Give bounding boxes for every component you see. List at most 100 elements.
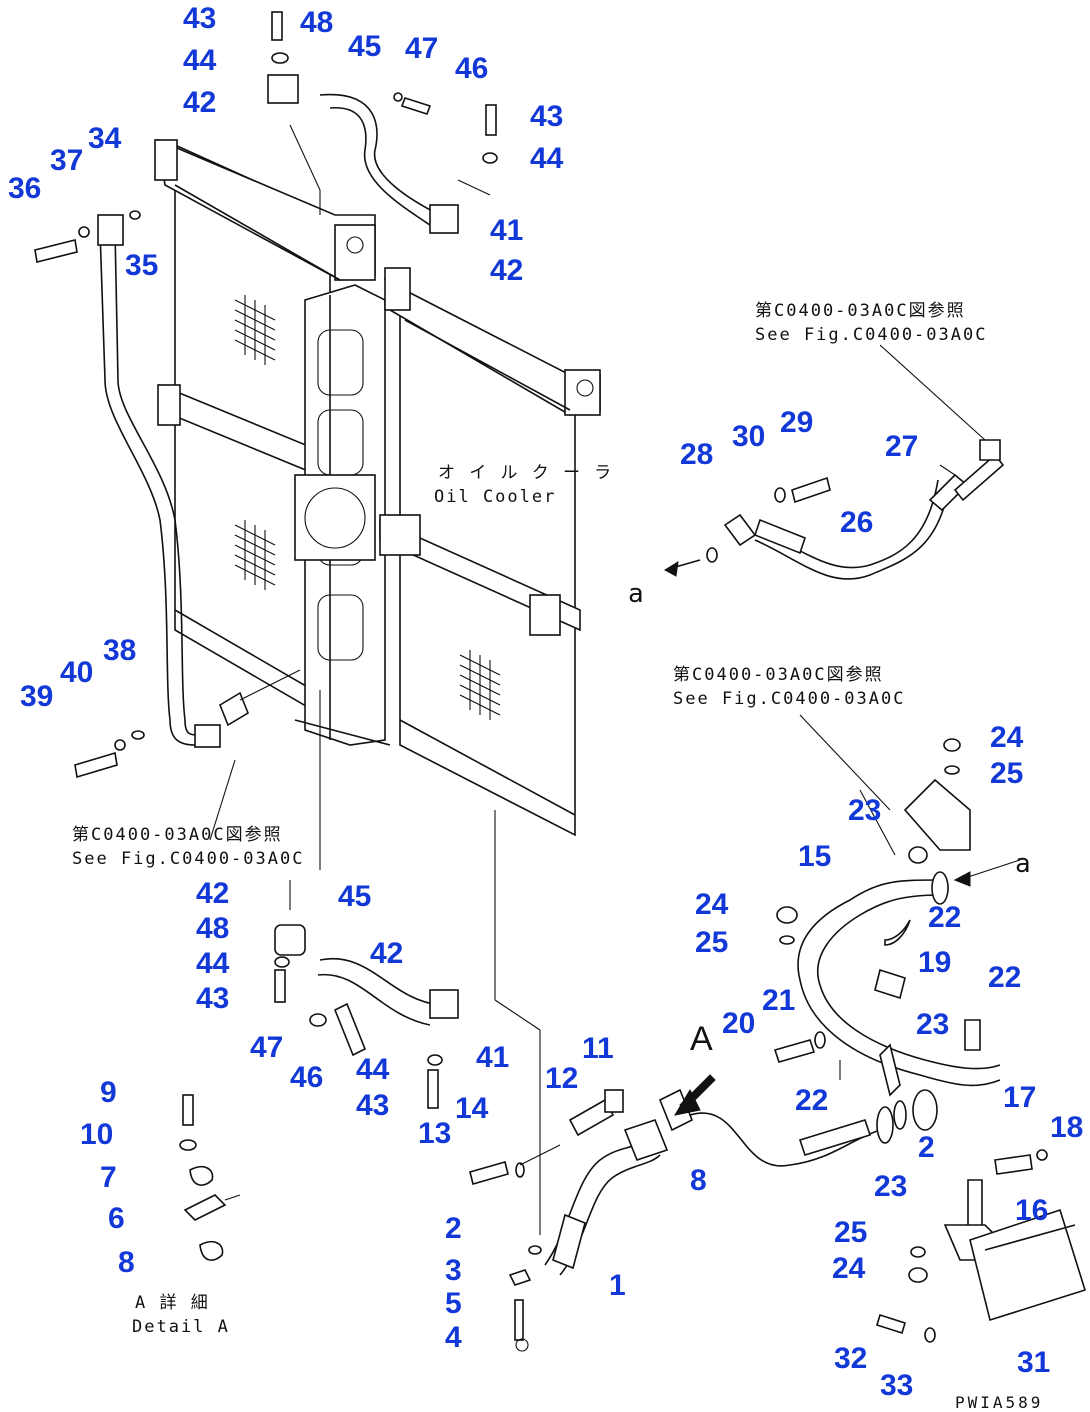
callout-8: 8	[690, 1164, 707, 1197]
callout-12: 12	[545, 1062, 578, 1095]
oil-cooler-label-jp: オ イ ル ク ー ラ	[438, 463, 613, 483]
callout-36: 36	[8, 172, 41, 205]
callout-48: 48	[196, 912, 229, 945]
callout-44: 44	[356, 1053, 390, 1086]
callout-45: 45	[338, 880, 371, 913]
callout-38: 38	[103, 634, 136, 667]
callout-47: 47	[405, 32, 438, 65]
callout-26: 26	[840, 506, 873, 539]
callout-46: 46	[455, 52, 488, 85]
detail-a: A 詳 細 Detail A	[132, 1094, 241, 1337]
right-lower-pipe-assembly	[773, 738, 1087, 1343]
callout-25: 25	[990, 757, 1023, 790]
callout-43: 43	[183, 2, 216, 35]
callout-45: 45	[348, 30, 381, 63]
callout-43: 43	[196, 982, 229, 1015]
callout-24: 24	[990, 721, 1024, 754]
callout-31: 31	[1017, 1346, 1050, 1379]
callout-42: 42	[490, 254, 523, 287]
callout-42: 42	[196, 877, 229, 910]
callout-43: 43	[530, 100, 563, 133]
callout-42: 42	[183, 86, 216, 119]
callout-21: 21	[762, 984, 795, 1017]
callout-11: 11	[582, 1032, 614, 1065]
callout-4: 4	[445, 1321, 462, 1354]
fig-ref-1-en: See Fig.C0400-03A0C	[755, 325, 987, 345]
callout-40: 40	[60, 656, 93, 689]
callout-2: 2	[445, 1212, 462, 1245]
callout-27: 27	[885, 430, 918, 463]
callout-47: 47	[250, 1031, 283, 1064]
callout-2: 2	[918, 1131, 935, 1164]
callout-19: 19	[918, 946, 951, 979]
callout-15: 15	[798, 840, 831, 873]
callout-10: 10	[80, 1118, 113, 1151]
callout-23: 23	[848, 794, 881, 827]
center-frame	[294, 284, 391, 746]
left-core-mesh-upper	[234, 295, 276, 365]
fig-ref-3-jp: 第C0400-03A0C図参照	[72, 825, 283, 845]
mid-hose-assembly	[274, 690, 541, 1235]
callout-16: 16	[1015, 1194, 1048, 1227]
callout-17: 17	[1003, 1081, 1036, 1114]
callout-34: 34	[88, 122, 122, 155]
callout-43: 43	[356, 1089, 389, 1122]
oil-cooler-label-en: Oil Cooler	[434, 487, 556, 507]
callout-8: 8	[118, 1246, 135, 1279]
callout-44: 44	[530, 142, 564, 175]
callout-1: 1	[609, 1269, 626, 1302]
callout-5: 5	[445, 1287, 462, 1320]
callout-7: 7	[100, 1161, 117, 1194]
callout-39: 39	[20, 680, 53, 713]
view-arrow-a: A	[673, 1020, 716, 1116]
fig-ref-2-jp: 第C0400-03A0C図参照	[673, 665, 884, 685]
callout-28: 28	[680, 438, 713, 471]
callout-44: 44	[196, 947, 230, 980]
flow-marker-a-upper: a	[628, 579, 646, 609]
callout-9: 9	[100, 1076, 117, 1109]
callout-35: 35	[125, 249, 158, 282]
callout-23: 23	[916, 1008, 949, 1041]
lower-tube-assembly	[469, 1088, 894, 1352]
callout-41: 41	[490, 214, 523, 247]
callout-13: 13	[418, 1117, 451, 1150]
callout-25: 25	[834, 1216, 867, 1249]
callout-48: 48	[300, 6, 333, 39]
detail-label-jp: A 詳 細	[135, 1293, 210, 1313]
callout-18: 18	[1050, 1111, 1083, 1144]
callout-41: 41	[476, 1041, 509, 1074]
callout-30: 30	[732, 420, 765, 453]
left-cooler-core	[154, 138, 376, 722]
callout-3: 3	[445, 1254, 462, 1287]
figure-code: PWIA589	[955, 1393, 1043, 1412]
flow-marker-a-lower: a	[1015, 849, 1033, 879]
callout-25: 25	[695, 926, 728, 959]
left-vertical-pipe	[34, 210, 301, 841]
callout-22: 22	[795, 1084, 828, 1117]
callout-23: 23	[874, 1170, 907, 1203]
callout-14: 14	[455, 1092, 489, 1125]
callout-32: 32	[834, 1342, 867, 1375]
callout-24: 24	[832, 1252, 866, 1285]
detail-label-en: Detail A	[132, 1317, 230, 1337]
callout-24: 24	[695, 888, 729, 921]
callout-42: 42	[370, 937, 403, 970]
callout-33: 33	[880, 1369, 913, 1402]
callout-29: 29	[780, 406, 813, 439]
callout-22: 22	[988, 961, 1021, 994]
callout-22: 22	[928, 901, 961, 934]
callout-44: 44	[183, 44, 217, 77]
view-label: A	[690, 1020, 713, 1058]
left-core-mesh-lower	[234, 520, 276, 590]
callout-37: 37	[50, 144, 83, 177]
return-line-assembly	[664, 344, 1005, 580]
oil-cooler-core: オ イ ル ク ー ラ Oil Cooler	[379, 267, 613, 837]
fig-ref-3-en: See Fig.C0400-03A0C	[72, 849, 304, 869]
callout-20: 20	[722, 1007, 755, 1040]
callout-6: 6	[108, 1202, 125, 1235]
oil-cooler-mesh	[459, 650, 501, 720]
callout-46: 46	[290, 1061, 323, 1094]
